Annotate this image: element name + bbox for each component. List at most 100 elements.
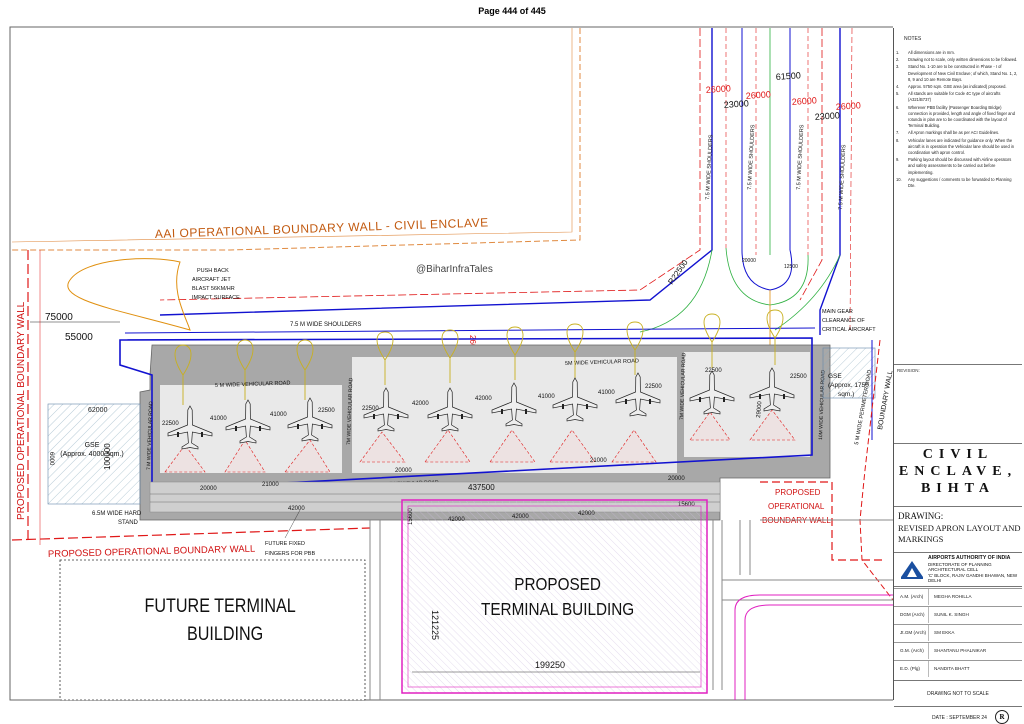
- dim-41000-4: 41000: [598, 390, 615, 396]
- dim-199250: 199250: [535, 660, 565, 670]
- dim-42000-b1: 42000: [288, 506, 305, 512]
- note-item: 4.Approx. 5750 sqm. GSE area (as indicat…: [896, 84, 1007, 90]
- page-header: Page 444 of 445: [478, 6, 546, 16]
- dim-121225: 121225: [430, 610, 440, 640]
- road-network: [369, 519, 893, 700]
- taxi-shoulder-4: 7.5 M WIDE SHOULDERS: [838, 144, 847, 210]
- dim-12500: 12500: [784, 264, 798, 270]
- notes-heading: NOTES: [904, 36, 922, 42]
- note-item: 3.Stand No. 1-10 are to be constructed i…: [896, 64, 1018, 82]
- taxi-shoulder-3: 7.5 M WIDE SHOULDERS: [796, 124, 805, 190]
- shoulder-label-top: 7.5 M WIDE SHOULDERS: [290, 322, 361, 328]
- dim-26000-c: 26000: [791, 95, 817, 107]
- note-item: 9.Parking layout should be discussed wit…: [896, 157, 1012, 175]
- dim-55000: 55000: [65, 332, 93, 343]
- aai-logo-icon: [901, 561, 923, 579]
- dim-22500-5: 22500: [705, 368, 722, 374]
- dim-26000-a: 26000: [705, 83, 731, 95]
- registered-mark: R: [995, 710, 1009, 724]
- vr-left: 7 M WIDE VEHICULAR ROAD: [146, 401, 154, 470]
- dim-42000-1: 42000: [412, 401, 429, 407]
- dim-23000-a: 23000: [723, 98, 749, 110]
- drawing-label: DRAWING:: [898, 511, 944, 521]
- note-item: 2.Drawing not to scale, only written dim…: [896, 57, 1018, 63]
- proposed-terminal-area: [401, 499, 708, 694]
- taxi-shoulder-2: 7.5 M WIDE SHOULDERS: [747, 124, 756, 190]
- dim-r22500: R22500: [666, 258, 690, 287]
- dim-75000: 75000: [45, 312, 73, 323]
- dim-20000-b3: 20000: [668, 476, 685, 482]
- dim-41000-3: 41000: [538, 394, 555, 400]
- drawing-date: DATE : SEPTEMBER 24: [932, 715, 987, 721]
- dim-22500-6: 22500: [790, 374, 807, 380]
- main-gear-label: MAIN GEAR CLEARANCE OF CRITICAL AIRCRAFT: [822, 309, 876, 333]
- dim-22500-4: 22500: [645, 384, 662, 390]
- dim-20000-b1: 20000: [200, 486, 217, 492]
- dim-23000-b: 23000: [814, 110, 840, 122]
- gse-left-area: [47, 403, 141, 505]
- project-title: CIVIL ENCLAVE, BIHTA: [898, 447, 1018, 496]
- note-item: 7.All Apron markings shall be as per ACI…: [896, 130, 1000, 136]
- gse-right-area: [822, 347, 876, 399]
- dim-41000-1: 41000: [210, 416, 227, 422]
- signatory-row: E.D. (Plg)NANDITA BHATT: [894, 660, 1022, 677]
- signatory-row: Jt.GM (Arch)SM EKKA: [894, 624, 1022, 641]
- vr-top-left: 5 M WIDE VEHICULAR ROAD: [215, 380, 291, 389]
- stand-lead-ins: [174, 309, 784, 405]
- bottom-boundary-wall: [11, 527, 371, 541]
- dim-26000-b: 26000: [745, 89, 771, 101]
- signatory-row: A.M. (Arch)MEGHA ROHILLA: [894, 588, 1022, 605]
- note-item: 6.Wherever PBB facility (Passenger Board…: [896, 104, 1015, 129]
- aai-wall-label: AAI OPERATIONAL BOUNDARY WALL - CIVIL EN…: [155, 215, 489, 241]
- dim-41000-2: 41000: [270, 412, 287, 418]
- revision-label: REVISION:: [897, 368, 920, 373]
- dim-21000-b1: 21000: [262, 482, 279, 488]
- taxi-shoulder-1: 7.5 M WIDE SHOULDERS: [705, 134, 714, 200]
- dim-26000-d: 26000: [835, 100, 861, 112]
- boundary-wall-right: BOUNDARY WALL: [877, 370, 893, 431]
- sheet-border: [9, 26, 893, 701]
- signatory-row: DGM (Arch)SUNIL K. SINGH: [894, 606, 1022, 623]
- stand-markings: [164, 409, 796, 473]
- watermark: @BiharInfraTales: [416, 264, 493, 275]
- taxiway-lines: [159, 27, 853, 350]
- dim-42000-2: 42000: [475, 396, 492, 402]
- pob-wall-right: PROPOSED OPERATIONAL BOUNDARY WALL: [762, 488, 831, 525]
- dim-29000: 29000: [756, 400, 763, 418]
- stand-area-3: [684, 352, 810, 457]
- dim-21000-b2: 21000: [590, 458, 607, 464]
- note-item: 10.Any suggestions / comments to be forw…: [896, 176, 1012, 189]
- aai-boundary-line: [12, 28, 581, 251]
- dim-61500: 61500: [775, 70, 801, 82]
- gse-left-label: GSE(Approx. 4000 sqm.): [60, 442, 123, 458]
- vr-mid: 7M WIDE VEHICULAR ROAD: [346, 377, 354, 445]
- jet-blast-outline: [67, 258, 191, 331]
- dim-20000-taxi: 20000: [742, 258, 756, 264]
- title-block: NOTES 1.All dimensions are in mm. 2.Draw…: [893, 28, 1022, 724]
- apron-layout-plan: AAI OPERATIONAL BOUNDARY WALL - CIVIL EN…: [9, 26, 893, 701]
- dim-22500-1: 22500: [162, 421, 179, 427]
- dim-22500-2: 22500: [318, 408, 335, 414]
- dim-100000: 100000: [103, 443, 112, 470]
- org-block: AIRPORTS AUTHORITY OF INDIA DIRECTORATE …: [928, 555, 1018, 584]
- vr-top-mid: 5M WIDE VEHICULAR ROAD: [565, 358, 639, 367]
- dim-6000: 6000: [48, 452, 54, 466]
- vr-mid2: 7M WIDE VEHICULAR ROAD: [679, 352, 687, 420]
- note-item: 1.All dimensions are in mm.: [896, 50, 955, 55]
- pob-wall-bottom: PROPOSED OPERATIONAL BOUNDARY WALL: [48, 544, 256, 560]
- note-item: 5.All stands are suitable for Code 4C ty…: [896, 91, 1001, 103]
- scale-note: DRAWING NOT TO SCALE: [927, 691, 989, 697]
- signatory-row: G.M. (Arch)SHANTANU PHALNIKAR: [894, 642, 1022, 659]
- dim-437500: 437500: [468, 483, 495, 492]
- vr-right: 10M WIDE VEHICULAR ROAD: [818, 370, 826, 441]
- dim-22500-3: 22500: [362, 406, 379, 412]
- dim-20000-b2: 20000: [395, 468, 412, 474]
- pob-wall-left: PROPOSED OPERATIONAL BOUNDARY WALL: [16, 301, 27, 520]
- future-terminal-area: [59, 559, 366, 701]
